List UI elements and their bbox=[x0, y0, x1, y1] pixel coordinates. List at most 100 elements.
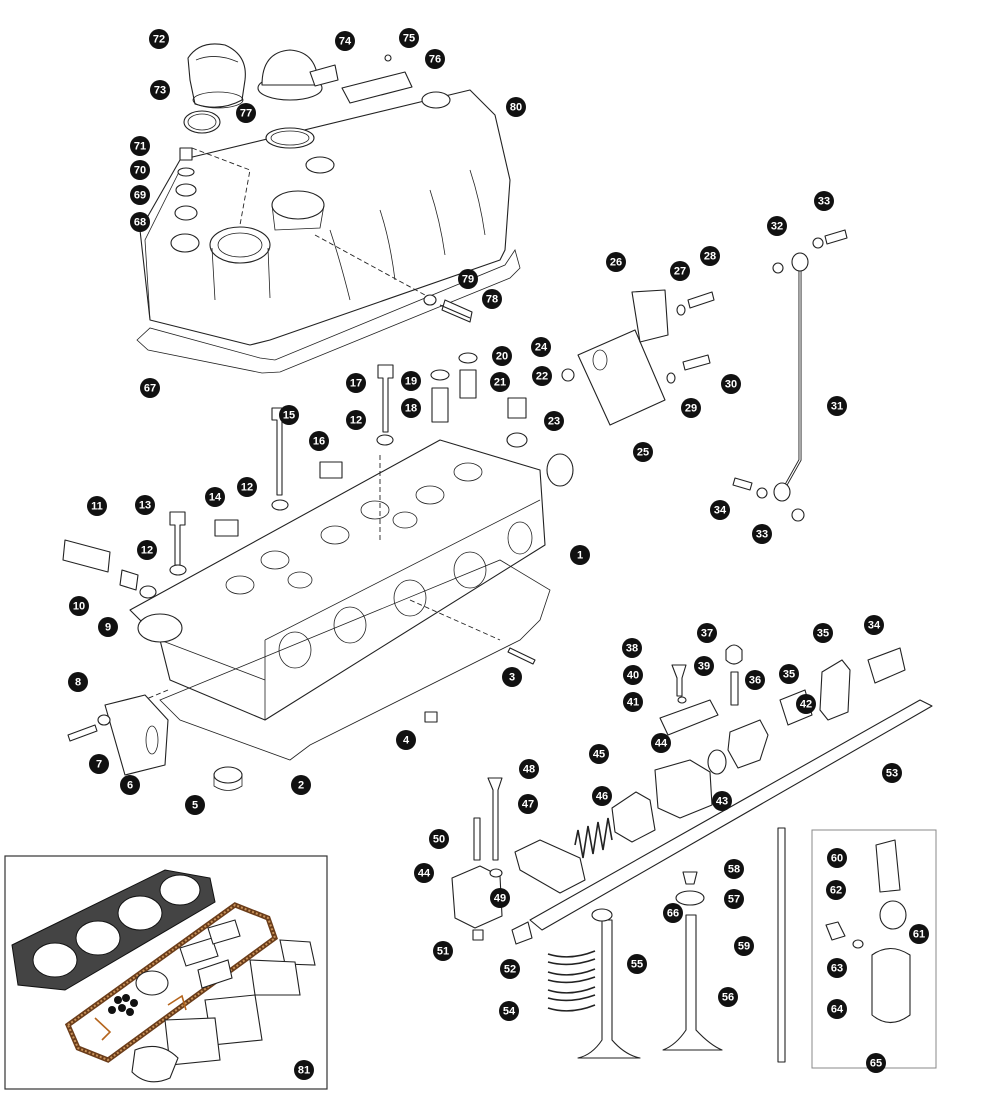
callout-49: 49 bbox=[490, 888, 510, 908]
callout-60: 60 bbox=[827, 848, 847, 868]
callout-number: 20 bbox=[496, 351, 508, 363]
callout-70: 70 bbox=[130, 160, 150, 180]
callout-marker bbox=[401, 398, 421, 418]
head-gasket bbox=[159, 559, 551, 761]
callout-27: 27 bbox=[670, 261, 690, 281]
callout-3: 3 bbox=[502, 667, 522, 687]
callout-number: 40 bbox=[627, 670, 639, 682]
callout-number: 12 bbox=[350, 415, 362, 427]
callout-number: 13 bbox=[139, 500, 151, 512]
callout-number: 11 bbox=[91, 501, 103, 513]
plate-bolt bbox=[67, 724, 98, 742]
callout-38: 38 bbox=[622, 638, 642, 658]
callout-number: 16 bbox=[313, 436, 325, 448]
core-plug bbox=[213, 766, 243, 784]
callout-37: 37 bbox=[697, 623, 717, 643]
callout-marker bbox=[734, 936, 754, 956]
callout-17: 17 bbox=[346, 373, 366, 393]
callout-number: 53 bbox=[886, 768, 898, 780]
callout-number: 51 bbox=[437, 946, 449, 958]
callout-number: 44 bbox=[418, 868, 431, 880]
grommet bbox=[175, 183, 197, 197]
callout-marker bbox=[518, 794, 538, 814]
callout-55: 55 bbox=[627, 954, 647, 974]
callout-marker bbox=[532, 366, 552, 386]
callout-20: 20 bbox=[492, 346, 512, 366]
callout-number: 30 bbox=[725, 379, 737, 391]
callout-number: 79 bbox=[462, 274, 474, 286]
callout-number: 62 bbox=[830, 885, 842, 897]
callout-number: 50 bbox=[433, 834, 445, 846]
callout-number: 57 bbox=[728, 894, 740, 906]
callout-45: 45 bbox=[589, 744, 609, 764]
callout-marker bbox=[429, 829, 449, 849]
callout-number: 22 bbox=[536, 371, 548, 383]
callout-5: 5 bbox=[185, 795, 205, 815]
callout-35: 35 bbox=[813, 623, 833, 643]
callout-marker bbox=[236, 103, 256, 123]
callout-number: 67 bbox=[144, 383, 156, 395]
callout-8: 8 bbox=[68, 672, 88, 692]
stud-nut bbox=[179, 147, 193, 161]
callout-marker bbox=[490, 888, 510, 908]
callout-marker bbox=[651, 733, 671, 753]
callout-number: 74 bbox=[339, 36, 352, 48]
callout-marker bbox=[500, 959, 520, 979]
callout-75: 75 bbox=[399, 28, 419, 48]
callout-80: 80 bbox=[506, 97, 526, 117]
callout-marker bbox=[882, 763, 902, 783]
callout-33: 33 bbox=[752, 524, 772, 544]
callout-number: 35 bbox=[817, 628, 829, 640]
cap-seal-ring bbox=[183, 110, 221, 134]
inset-gasket bbox=[197, 959, 233, 989]
callout-number: 63 bbox=[831, 963, 843, 975]
callout-30: 30 bbox=[721, 374, 741, 394]
callout-53: 53 bbox=[882, 763, 902, 783]
washer bbox=[376, 434, 394, 446]
callout-marker bbox=[745, 670, 765, 690]
callout-marker bbox=[718, 987, 738, 1007]
callout-number: 75 bbox=[403, 33, 415, 45]
rocker-shaft bbox=[529, 699, 933, 931]
callout-marker bbox=[399, 28, 419, 48]
callout-marker bbox=[694, 656, 714, 676]
callout-10: 10 bbox=[69, 596, 89, 616]
callout-77: 77 bbox=[236, 103, 256, 123]
callout-number: 29 bbox=[685, 403, 697, 415]
inset-seal bbox=[135, 970, 169, 996]
callout-marker bbox=[589, 744, 609, 764]
callout-number: 80 bbox=[510, 102, 522, 114]
inset-gasket bbox=[249, 959, 301, 996]
callout-64: 64 bbox=[827, 999, 847, 1019]
callout-marker bbox=[130, 136, 150, 156]
bolt bbox=[439, 299, 473, 323]
callout-number: 44 bbox=[655, 738, 668, 750]
guide-seal bbox=[458, 352, 478, 364]
valve-guide bbox=[431, 387, 449, 423]
callout-number: 65 bbox=[870, 1058, 882, 1070]
callout-marker bbox=[827, 999, 847, 1019]
callout-21: 21 bbox=[490, 372, 510, 392]
callout-39: 39 bbox=[694, 656, 714, 676]
callout-number: 15 bbox=[283, 410, 295, 422]
inlet-valve bbox=[577, 919, 641, 1059]
callout-48: 48 bbox=[519, 759, 539, 779]
callout-number: 10 bbox=[73, 601, 85, 613]
stud bbox=[507, 647, 536, 665]
callout-62: 62 bbox=[826, 880, 846, 900]
callout-number: 54 bbox=[503, 1006, 516, 1018]
callout-number: 47 bbox=[522, 799, 534, 811]
callout-72: 72 bbox=[149, 29, 169, 49]
callout-41: 41 bbox=[623, 692, 643, 712]
callout-number: 43 bbox=[716, 796, 728, 808]
callout-number: 21 bbox=[494, 377, 506, 389]
callout-marker bbox=[294, 1060, 314, 1080]
collets bbox=[682, 871, 698, 885]
callout-marker bbox=[544, 411, 564, 431]
callout-marker bbox=[796, 694, 816, 714]
rocker-cover bbox=[139, 89, 511, 346]
callout-marker bbox=[700, 246, 720, 266]
rocker-arm bbox=[819, 659, 851, 721]
head-bolt bbox=[169, 511, 186, 566]
